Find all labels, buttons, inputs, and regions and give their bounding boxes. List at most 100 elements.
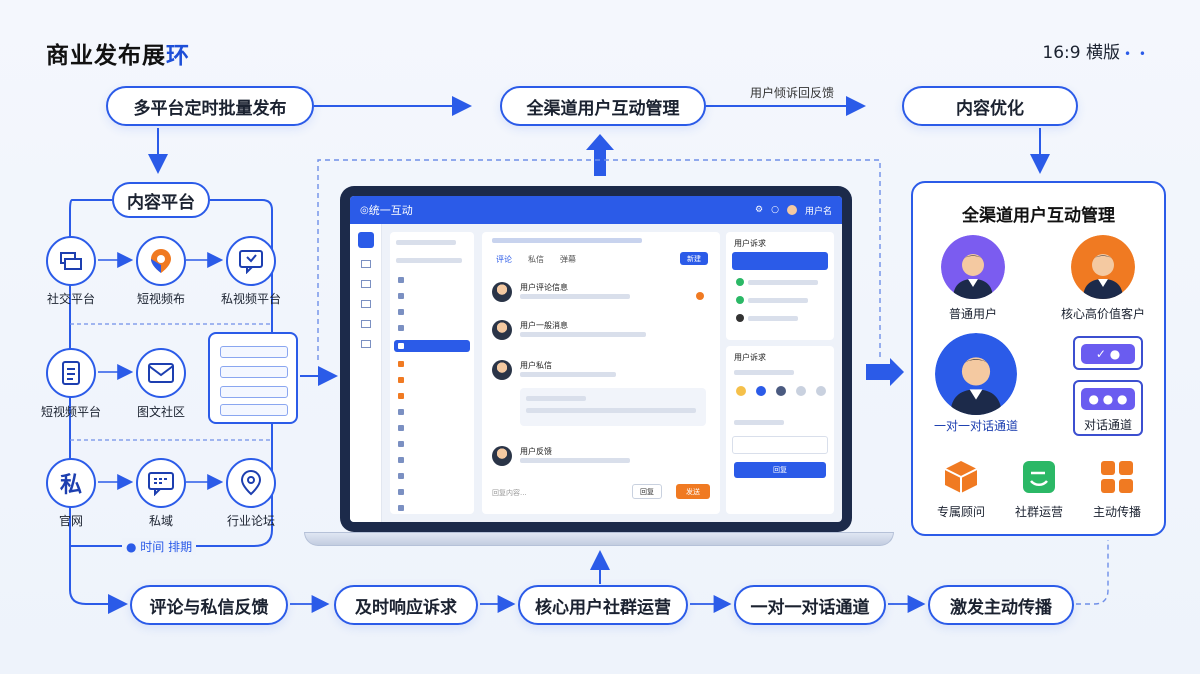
app-main: 评论 私信 弹幕 新建 用户评论信息 用户一般消息 用户私信 用户反馈 回复内容… [482, 232, 720, 514]
step-community[interactable]: 核心用户社群运营 [518, 585, 688, 625]
menu-item[interactable] [394, 502, 470, 514]
step-batch-publish[interactable]: 多平台定时批量发布 [106, 86, 314, 126]
location-pin-icon[interactable] [136, 236, 186, 286]
step-word-of-mouth[interactable]: 激发主动传播 [928, 585, 1074, 625]
quoted-message [520, 388, 706, 426]
platform-section-title: 内容平台 [112, 182, 210, 218]
request-panel-1: 用户诉求 [726, 232, 834, 340]
new-button[interactable]: 新建 [680, 252, 708, 265]
smile-chat-icon [1021, 459, 1057, 499]
message-author: 用户评论信息 [520, 283, 568, 292]
service-label: 主动传播 [1092, 505, 1141, 519]
step-one-to-one[interactable]: 一对一对话通道 [734, 585, 886, 625]
menu-item[interactable] [394, 322, 470, 334]
laptop-screen: ◎ 统一互动 ⚙ ○ 用户名 [340, 186, 852, 532]
cube-icon [943, 459, 979, 499]
sidebar-icon[interactable] [361, 300, 371, 308]
feedback-link-label: 用户倾诉回反馈 [750, 86, 835, 100]
persona-label: 普通用户 [948, 307, 997, 321]
menu-item[interactable] [394, 358, 470, 370]
request-item-active[interactable] [732, 252, 828, 270]
service-label: 社群运营 [1014, 505, 1063, 519]
reply-button[interactable]: 回复 [734, 462, 826, 478]
user-name: 用户名 [804, 206, 832, 217]
step-omnichannel[interactable]: 全渠道用户互动管理 [500, 86, 706, 126]
message-author: 用户一般消息 [520, 321, 568, 330]
tab-comments[interactable]: 评论 [496, 255, 512, 264]
menu-item[interactable] [394, 422, 470, 434]
message-author: 用户反馈 [520, 447, 552, 456]
sidebar-icon[interactable] [361, 320, 371, 328]
chat-bubble-icon: ✓ ● [1073, 336, 1143, 370]
step-response[interactable]: 及时响应诉求 [334, 585, 478, 625]
settings-icon[interactable]: ⚙ [755, 205, 764, 215]
schedule-mini-panel [208, 332, 298, 424]
menu-item-active[interactable] [394, 340, 470, 352]
card-title: 全渠道用户互动管理 [962, 206, 1115, 226]
one-to-one-avatar [935, 333, 1017, 415]
omnichannel-card: 全渠道用户互动管理 普通用户 核心高价值客户 一对一对话通道 ✓ ● ● ● ●… [911, 181, 1166, 536]
platform-label: 官网 [58, 514, 83, 528]
aspect-ratio-label: 16:9 横版• • [1042, 43, 1148, 63]
service-label: 专属顾问 [936, 505, 985, 519]
avatar [492, 446, 512, 466]
menu-item[interactable] [394, 470, 470, 482]
sidebar-icon[interactable] [361, 340, 371, 348]
app-header: ◎ 统一互动 ⚙ ○ 用户名 [350, 196, 842, 224]
vip-customer-avatar [1071, 235, 1135, 299]
persona-label: 一对一对话通道 [933, 419, 1018, 433]
interaction-app: ◎ 统一互动 ⚙ ○ 用户名 [350, 196, 842, 522]
message-icon[interactable] [136, 458, 186, 508]
sidebar-icon[interactable] [361, 280, 371, 288]
app-title: 统一互动 [368, 204, 413, 217]
notification-icon[interactable]: ○ [771, 205, 779, 215]
platform-label: 行业论坛 [226, 514, 275, 528]
avatar [492, 282, 512, 302]
platform-label: 私域 [148, 514, 173, 528]
message-author: 用户私信 [520, 361, 552, 370]
document-icon[interactable] [46, 348, 96, 398]
sidebar-icon[interactable] [361, 260, 371, 268]
platform-label: 图文社区 [136, 405, 185, 419]
avatar [492, 360, 512, 380]
grid-icon [1099, 459, 1135, 499]
app-right-column: 用户诉求 用户诉求 回复 [726, 232, 834, 514]
tab-messages[interactable]: 私信 [528, 255, 544, 264]
menu-item[interactable] [394, 454, 470, 466]
menu-item[interactable] [394, 390, 470, 402]
menu-item[interactable] [394, 374, 470, 386]
platform-label: 私视频平台 [220, 292, 281, 306]
mail-icon[interactable] [136, 348, 186, 398]
pin-icon[interactable] [226, 458, 276, 508]
menu-item[interactable] [394, 290, 470, 302]
send-button[interactable]: 发送 [676, 484, 710, 499]
avatar[interactable] [786, 205, 797, 215]
platform-label: 社交平台 [46, 292, 95, 306]
laptop-base [304, 532, 894, 546]
menu-item[interactable] [394, 438, 470, 450]
private-char-icon[interactable]: 私 [46, 458, 96, 508]
reply-icon[interactable] [696, 292, 704, 300]
reply-input[interactable]: 回复内容... [492, 489, 527, 497]
dialog-channel-label: 对话通道 [1083, 418, 1132, 432]
dialog-channel[interactable]: ● ● ● 对话通道 [1073, 380, 1143, 436]
tab-danmaku[interactable]: 弹幕 [560, 255, 576, 264]
menu-item[interactable] [394, 486, 470, 498]
menu-item[interactable] [394, 406, 470, 418]
platform-label: 短视频平台 [40, 405, 101, 419]
time-schedule-label: ● 时间 排期 [122, 538, 197, 555]
menu-item[interactable] [394, 306, 470, 318]
social-stack-icon[interactable] [46, 236, 96, 286]
avatar [492, 320, 512, 340]
page-title: 商业发布展环 [46, 43, 190, 69]
app-menu [390, 232, 474, 514]
ordinary-user-avatar [941, 235, 1005, 299]
chat-video-icon[interactable] [226, 236, 276, 286]
app-sidebar [350, 224, 382, 522]
step-feedback[interactable]: 评论与私信反馈 [130, 585, 288, 625]
request-panel-2: 用户诉求 回复 [726, 346, 834, 514]
cancel-button[interactable]: 回复 [632, 484, 662, 499]
home-icon[interactable] [358, 232, 374, 248]
step-content-optimize[interactable]: 内容优化 [902, 86, 1078, 126]
menu-item[interactable] [394, 274, 470, 286]
